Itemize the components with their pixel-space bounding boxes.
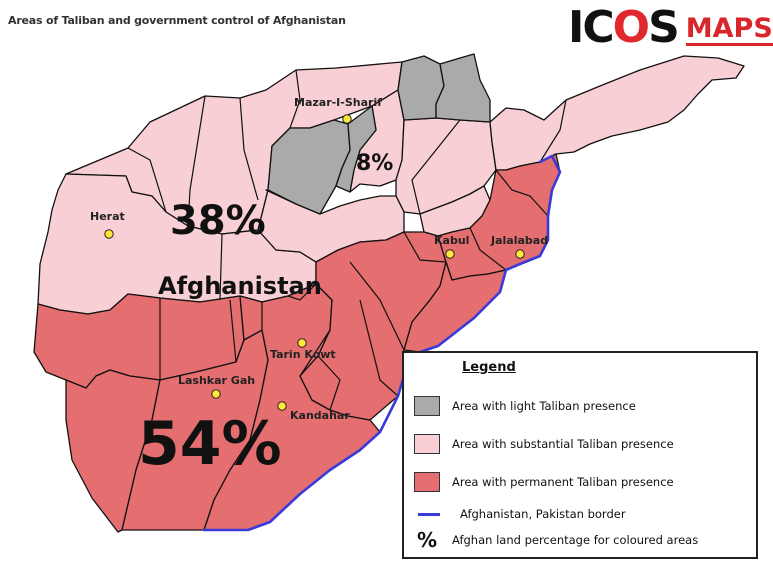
city-label-jalalabad: Jalalabad xyxy=(490,234,548,247)
province-line xyxy=(127,147,167,213)
city-label-mazar-i-sharif: Mazar-I-Sharif xyxy=(294,96,382,109)
legend-label-light: Area with light Taliban presence xyxy=(452,399,636,413)
logo-icos-o: O xyxy=(612,2,650,53)
city-label-tarin-kowt: Tarin Kowt xyxy=(270,348,336,361)
city-marker-tarin-kowt xyxy=(297,338,307,348)
province-line xyxy=(317,355,341,411)
city-marker-jalalabad xyxy=(515,249,525,259)
map-title: Areas of Taliban and government control … xyxy=(8,14,346,27)
region-light-samangan xyxy=(335,105,377,193)
percentage-substantial: 38% xyxy=(170,198,266,244)
city-marker-herat xyxy=(104,229,114,239)
province-line xyxy=(239,97,259,201)
city-label-kabul: Kabul xyxy=(434,234,469,247)
region-badakhshan xyxy=(489,55,745,171)
city-marker-mazar-i-sharif xyxy=(342,114,352,124)
legend: Legend Area with light Taliban presence … xyxy=(402,351,758,559)
legend-label-permanent: Area with permanent Taliban presence xyxy=(452,475,674,489)
legend-title: Legend xyxy=(462,360,516,375)
legend-item-light: Area with light Taliban presence xyxy=(414,395,636,417)
legend-label-border: Afghanistan, Pakistan border xyxy=(460,507,626,521)
province-line xyxy=(229,299,237,363)
province-line xyxy=(403,231,447,263)
province-line xyxy=(539,99,567,163)
legend-item-percentage: % Afghan land percentage for coloured ar… xyxy=(414,528,699,552)
city-marker-lashkar-gah xyxy=(211,389,221,399)
legend-item-permanent: Area with permanent Taliban presence xyxy=(414,471,674,493)
legend-line-border xyxy=(418,512,440,516)
province-line xyxy=(287,283,317,301)
region-light-takhar xyxy=(435,53,491,123)
city-label-herat: Herat xyxy=(90,210,125,223)
afghanistan-pakistan-border xyxy=(202,154,562,532)
logo-icos: ICOS xyxy=(568,6,680,50)
province-line xyxy=(349,261,405,351)
province-line xyxy=(495,169,549,217)
legend-swatch-light xyxy=(414,396,440,416)
legend-item-substantial: Area with substantial Taliban presence xyxy=(414,433,674,455)
province-line xyxy=(411,119,461,215)
country-label: Afghanistan xyxy=(158,272,322,300)
province-line xyxy=(289,69,301,129)
percent-symbol-icon: % xyxy=(416,528,438,552)
cities: Mazar-I-Sharif Herat Kabul Jalalabad Tar… xyxy=(90,96,548,422)
province-line xyxy=(299,329,331,377)
icos-maps-logo: ICOS MAPS xyxy=(568,6,773,50)
province-line xyxy=(469,227,507,271)
city-label-kandahar: Kandahar xyxy=(290,409,350,422)
percentage-permanent: 54% xyxy=(138,409,282,479)
legend-swatch-permanent xyxy=(414,472,440,492)
province-lines xyxy=(127,69,567,411)
province-line xyxy=(219,233,223,301)
legend-swatch-substantial xyxy=(414,434,440,454)
legend-label-substantial: Area with substantial Taliban presence xyxy=(452,437,674,451)
province-line xyxy=(359,299,399,397)
city-label-lashkar-gah: Lashkar Gah xyxy=(178,374,255,387)
city-marker-kandahar xyxy=(277,401,287,411)
logo-icos-prefix: IC xyxy=(568,2,615,53)
province-line xyxy=(187,95,206,227)
city-marker-kabul xyxy=(445,249,455,259)
logo-maps: MAPS xyxy=(685,13,773,46)
percentage-light: 8% xyxy=(356,151,393,176)
legend-item-border: Afghanistan, Pakistan border xyxy=(414,503,626,525)
logo-icos-suffix: S xyxy=(648,2,680,53)
legend-label-percentage: Afghan land percentage for coloured area… xyxy=(452,533,699,547)
